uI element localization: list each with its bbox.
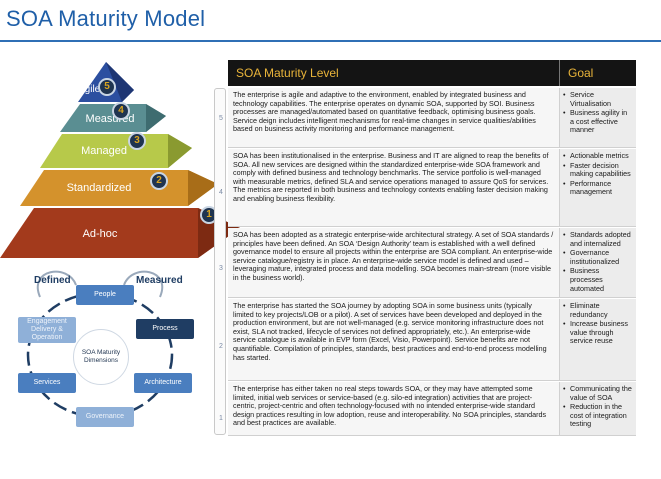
row-goals: Eliminate redundancy Increase business v… <box>560 299 636 380</box>
row-description: SOA has been institutionalised in the en… <box>228 149 560 226</box>
table-row: SOA has been adopted as a strategic ente… <box>228 228 636 298</box>
pyramid-level-adhoc <box>0 208 240 258</box>
dimension-governance: Governance <box>76 407 134 427</box>
measured-label: Measured <box>136 275 183 286</box>
pyramid-label-standardized: Standardized <box>66 182 132 194</box>
dimension-engagement: Engagement Delivery & Operation <box>18 317 76 343</box>
pyramid-level-agile-side <box>106 62 134 102</box>
pyramid-label-adhoc: Ad-hoc <box>82 228 118 240</box>
dimension-people: People <box>76 285 134 305</box>
goal-item: Reduction in the cost of integration tes… <box>563 402 633 429</box>
row-goals: Communicating the value of SOA Reduction… <box>560 382 636 435</box>
level-3-badge: 3 <box>128 132 146 150</box>
row-number-5: 5 <box>219 115 223 122</box>
table-row: The enterprise has either taken no real … <box>228 382 636 436</box>
dimension-architecture: Architecture <box>134 373 192 393</box>
pyramid-level-measured <box>60 104 166 132</box>
level-4-badge: 4 <box>112 102 130 120</box>
row-number-2: 2 <box>219 343 223 350</box>
pyramid-label-managed: Managed <box>81 145 127 157</box>
dimension-process: Process <box>136 319 194 339</box>
table-row: SOA has been institutionalised in the en… <box>228 149 636 227</box>
header-goal: Goal <box>568 66 594 80</box>
pyramid-graphic <box>0 62 240 258</box>
row-number-4: 4 <box>219 189 223 196</box>
pyramid-level-standardized <box>20 170 218 206</box>
maturity-table: SOA Maturity Level Goal 5 4 3 2 1 The en… <box>214 60 636 436</box>
title-divider <box>0 40 661 42</box>
table-row: The enterprise is agile and adaptive to … <box>228 88 636 148</box>
row-goals: Actionable metrics Faster decision makin… <box>560 149 636 226</box>
goal-item: Actionable metrics <box>563 151 633 161</box>
goal-item: Governance institutionalized <box>563 248 633 266</box>
goal-item: Eliminate redundancy <box>563 301 633 319</box>
row-description: SOA has been adopted as a strategic ente… <box>228 228 560 297</box>
pyramid-label-measured: Measured <box>85 113 135 125</box>
table-header: SOA Maturity Level Goal <box>228 60 636 86</box>
dimension-services: Services <box>18 373 76 393</box>
pyramid-label-agile: Agile <box>78 84 101 95</box>
row-goals: Standards adopted and internalized Gover… <box>560 228 636 297</box>
pyramid-level-standardized-side <box>188 170 218 206</box>
pyramid-level-managed-side <box>168 134 192 168</box>
goal-item: Service Virtualisation <box>563 90 633 108</box>
row-number-3: 3 <box>219 265 223 272</box>
row-goals: Service Virtualisation Business agility … <box>560 88 636 147</box>
defined-label: Defined <box>34 275 71 286</box>
row-description: The enterprise has started the SOA journ… <box>228 299 560 380</box>
row-description: The enterprise is agile and adaptive to … <box>228 88 560 147</box>
left-cycle-arrow <box>36 270 77 298</box>
dimensions-center: SOA Maturity Dimensions <box>73 329 129 385</box>
level-2-badge: 2 <box>150 172 168 190</box>
page-title: SOA Maturity Model <box>6 6 206 31</box>
goal-item: Increase business value through service … <box>563 319 633 346</box>
goal-item: Faster decision making capabilities <box>563 161 633 179</box>
level-number-column: 5 4 3 2 1 <box>214 88 226 435</box>
goal-item: Standards adopted and internalized <box>563 230 633 248</box>
row-description: The enterprise has either taken no real … <box>228 382 560 435</box>
header-soa-maturity-level: SOA Maturity Level <box>228 60 560 86</box>
table-row: The enterprise has started the SOA journ… <box>228 299 636 381</box>
level-5-badge: 5 <box>98 78 116 96</box>
goal-item: Business agility in a cost effective man… <box>563 108 633 135</box>
right-cycle-arrow <box>123 270 164 298</box>
soa-maturity-dimensions-diagram: Defined Measured People Engagement Deliv… <box>0 255 200 435</box>
goal-item: Business processes automated <box>563 267 633 293</box>
goal-item: Performance management <box>563 179 633 197</box>
maturity-pyramid: Agile Measured Managed Standardized Ad-h… <box>0 60 240 275</box>
pyramid-level-managed <box>40 134 192 168</box>
row-number-1: 1 <box>219 415 223 422</box>
goal-item: Communicating the value of SOA <box>563 384 633 402</box>
pyramid-level-measured-side <box>146 104 166 132</box>
